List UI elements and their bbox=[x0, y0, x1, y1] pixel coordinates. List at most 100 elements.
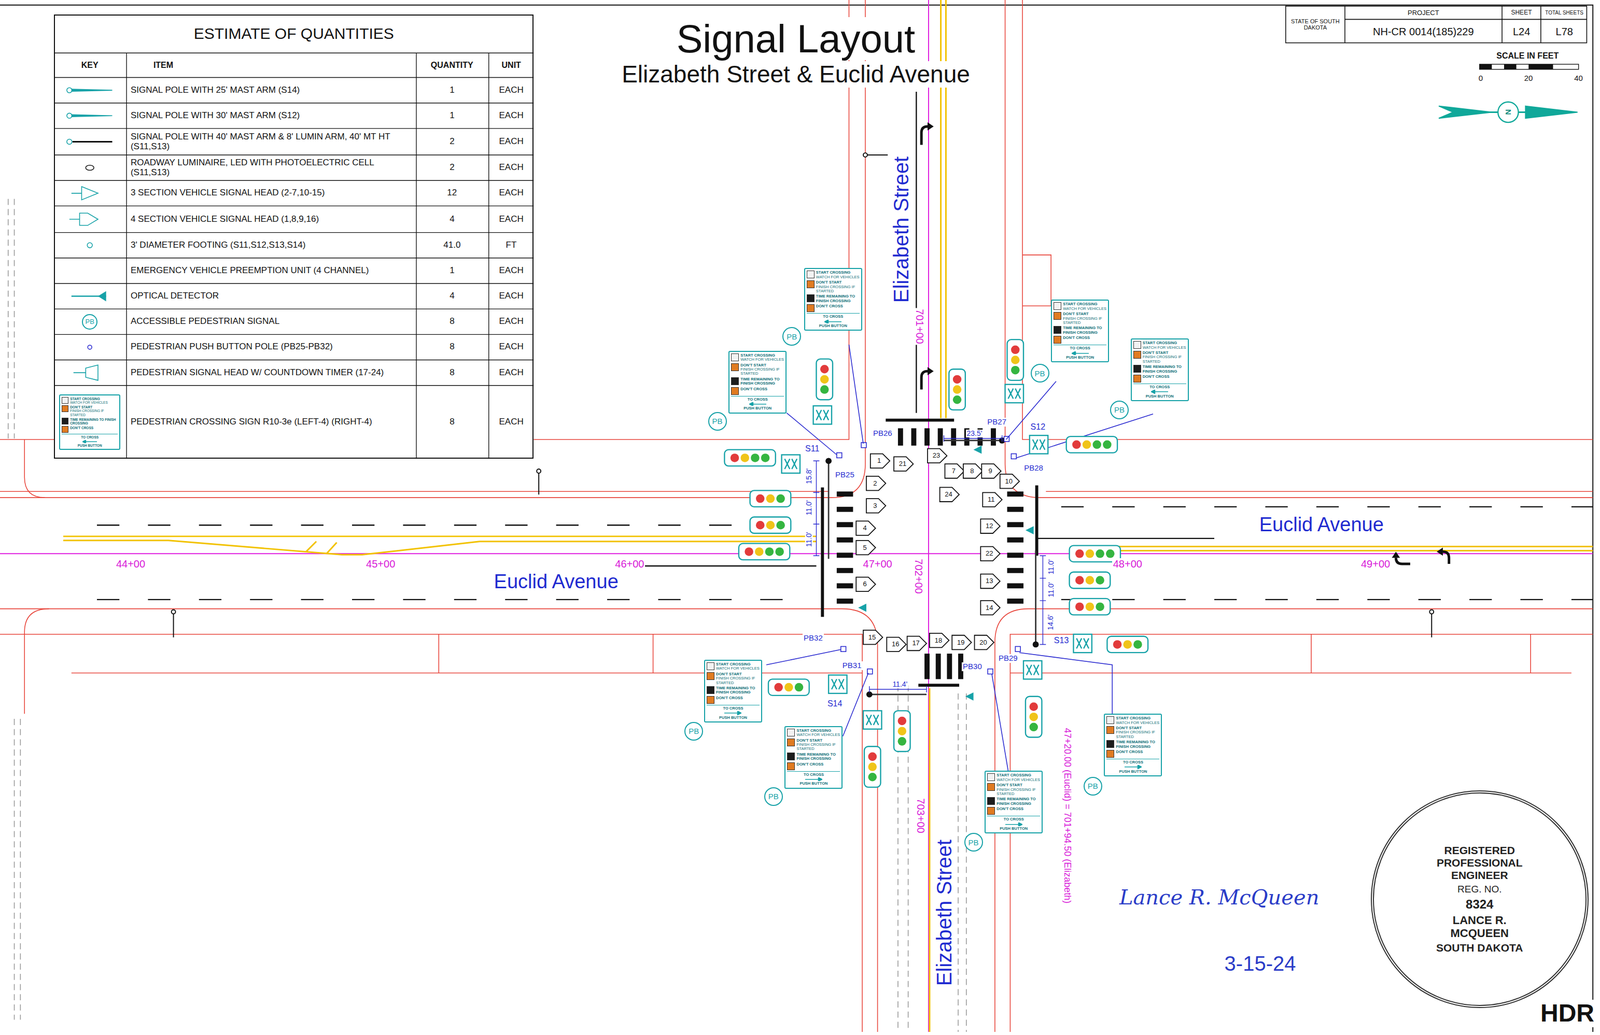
sign-text: TIME REMAINING TO FINISH CROSSING bbox=[716, 686, 760, 696]
sign-text: DON'T CROSS bbox=[716, 696, 760, 701]
sign-text: DON'T START bbox=[1142, 351, 1187, 356]
sign-text-column: TIME REMAINING TO FINISH CROSSING bbox=[69, 417, 118, 426]
sign-text: WATCH FOR VEHICLES bbox=[1142, 345, 1187, 350]
table-header: KEY bbox=[80, 60, 100, 70]
push-button-label: PB25 bbox=[834, 470, 856, 480]
legend-item-text: SIGNAL POLE WITH 25' MAST ARM (S14) bbox=[129, 85, 412, 96]
signal-number: 11 bbox=[987, 496, 995, 504]
sign-text: DON'T CROSS bbox=[69, 426, 118, 430]
table-header: QUANTITY bbox=[429, 60, 475, 70]
sign-row: START CROSSINGWATCH FOR VEHICLES bbox=[987, 773, 1041, 783]
sign-row: DON'T STARTFINISH CROSSING IF STARTED bbox=[731, 363, 784, 377]
sign-text: TO CROSS bbox=[987, 817, 1041, 822]
sign-text: TIME REMAINING TO FINISH CROSSING bbox=[1115, 740, 1160, 750]
sign-text: TIME REMAINING TO FINISH CROSSING bbox=[816, 294, 860, 304]
countdown-icon bbox=[806, 294, 815, 303]
sign-text: TO CROSS bbox=[731, 397, 784, 402]
sign-row: DON'T STARTFINISH CROSSING IF STARTED bbox=[806, 280, 860, 294]
seal-text: REG. NO. bbox=[1457, 883, 1503, 896]
arrow-path bbox=[1151, 389, 1169, 395]
walk-icon bbox=[1106, 716, 1115, 725]
sign-text: WATCH FOR VEHICLES bbox=[740, 357, 784, 362]
walk-icon bbox=[1053, 302, 1062, 311]
sign-text-column: DON'T CROSS bbox=[796, 762, 840, 767]
pb-text: PB bbox=[712, 416, 723, 426]
scale-label: 20 bbox=[1523, 74, 1535, 83]
sign-text-column: TIME REMAINING TO FINISH CROSSING bbox=[1142, 365, 1187, 374]
sign-text-column: START CROSSINGWATCH FOR VEHICLES bbox=[796, 728, 840, 738]
sign-text-column: DON'T STARTFINISH CROSSING IF STARTED bbox=[716, 672, 760, 686]
push-button-label: PB30 bbox=[961, 662, 984, 672]
pedestrian-signal-circle: PB bbox=[684, 722, 704, 741]
north-letter: N bbox=[1504, 109, 1513, 116]
quantity-cell: 4 bbox=[448, 291, 456, 302]
sign-text: TIME REMAINING TO FINISH CROSSING bbox=[796, 752, 840, 762]
sign-row: TIME REMAINING TO FINISH CROSSING bbox=[1053, 326, 1107, 335]
station-equation: 47+20.00 (Euclid) = 701+94.50 (Elizabeth… bbox=[1062, 727, 1073, 906]
title-block-text: L78 bbox=[1554, 25, 1575, 38]
signal-number: 12 bbox=[985, 522, 993, 530]
sign-row: TIME REMAINING TO FINISH CROSSING bbox=[787, 752, 840, 762]
firm-logo: HDR bbox=[1539, 1000, 1596, 1028]
pedestrian-crossing-sign: START CROSSINGWATCH FOR VEHICLESDON'T ST… bbox=[59, 394, 121, 451]
hand-icon bbox=[987, 807, 995, 816]
arrow-path bbox=[724, 711, 742, 716]
sign-row: TIME REMAINING TO FINISH CROSSING bbox=[1133, 365, 1187, 374]
table-header: ITEM bbox=[152, 60, 175, 70]
sign-text-column: START CROSSINGWATCH FOR VEHICLES bbox=[716, 662, 760, 672]
sign-row: START CROSSINGWATCH FOR VEHICLES bbox=[706, 662, 760, 672]
sign-text: FINISH CROSSING IF STARTED bbox=[1142, 355, 1187, 364]
quantity-cell: 8 bbox=[448, 417, 456, 428]
quantity-cell: 12 bbox=[445, 188, 458, 199]
quantities-table: ESTIMATE OF QUANTITIESPBSTART CROSSINGWA… bbox=[53, 14, 534, 460]
sign-text-column: DON'T STARTFINISH CROSSING IF STARTED bbox=[1062, 312, 1107, 326]
signal-number: 23 bbox=[932, 452, 940, 460]
sign-text: PUSH BUTTON bbox=[61, 443, 118, 448]
sign-text: DON'T CROSS bbox=[796, 762, 840, 767]
sign-text: FINISH CROSSING IF STARTED bbox=[740, 367, 784, 377]
unit-cell: EACH bbox=[498, 85, 525, 96]
sign-text: START CROSSING bbox=[1142, 341, 1187, 346]
unit-cell: EACH bbox=[498, 110, 525, 121]
hand-icon bbox=[806, 280, 815, 289]
push-button-panel: TO CROSSPUSH BUTTON bbox=[1053, 344, 1107, 360]
pedestrian-crossing-sign: START CROSSINGWATCH FOR VEHICLESDON'T ST… bbox=[728, 351, 787, 414]
sign-text: FINISH CROSSING IF STARTED bbox=[996, 788, 1041, 797]
sign-text: DON'T START bbox=[1115, 726, 1160, 731]
quantity-cell: 8 bbox=[448, 342, 456, 353]
sign-text: START CROSSING bbox=[796, 728, 840, 734]
sign-text: DON'T CROSS bbox=[1115, 750, 1160, 755]
sign-text: DON'T CROSS bbox=[816, 304, 860, 309]
station-label: 49+00 bbox=[1359, 558, 1392, 570]
legend-item-text: PEDESTRIAN PUSH BUTTON POLE (PB25-PB32) bbox=[129, 342, 412, 353]
dimension: 11.0' bbox=[805, 499, 813, 517]
sign-text-column: TIME REMAINING TO FINISH CROSSING bbox=[1115, 740, 1160, 750]
pedestrian-signal-circle: PB bbox=[1083, 777, 1103, 796]
scale-label: SCALE IN FEET bbox=[1495, 51, 1560, 61]
walk-icon bbox=[731, 353, 739, 362]
sign-text: WATCH FOR VEHICLES bbox=[69, 400, 118, 405]
push-button-label: PB31 bbox=[841, 661, 863, 671]
push-button-panel: TO CROSSPUSH BUTTON bbox=[1133, 383, 1187, 399]
sign-text-column: DON'T CROSS bbox=[69, 426, 118, 430]
signal-number: 7 bbox=[951, 467, 956, 475]
sign-text-column: DON'T STARTFINISH CROSSING IF STARTED bbox=[816, 280, 860, 294]
scale-label: 0 bbox=[1477, 74, 1484, 83]
sign-text-column: TIME REMAINING TO FINISH CROSSING bbox=[996, 797, 1041, 807]
title-text: Signal Layout bbox=[675, 17, 917, 61]
title-block-text: NH-CR 0014(185)229 bbox=[1371, 25, 1476, 38]
sign-text: WATCH FOR VEHICLES bbox=[816, 275, 860, 280]
arrow-symbol bbox=[82, 440, 98, 444]
quantity-cell: 8 bbox=[448, 368, 456, 378]
sign-text-column: TIME REMAINING TO FINISH CROSSING bbox=[796, 752, 840, 762]
quantity-cell: 2 bbox=[448, 136, 456, 147]
sign-text: PUSH BUTTON bbox=[787, 781, 840, 787]
quantity-cell: 1 bbox=[448, 265, 456, 276]
legend-item-text: OPTICAL DETECTOR bbox=[129, 291, 412, 302]
signal-number: 20 bbox=[979, 639, 987, 647]
table-header: UNIT bbox=[500, 60, 523, 70]
sign-text: PUSH BUTTON bbox=[1133, 394, 1187, 399]
hand-icon bbox=[61, 405, 69, 413]
sign-text: DON'T CROSS bbox=[996, 807, 1041, 812]
dimension: 15.8' bbox=[805, 467, 813, 486]
